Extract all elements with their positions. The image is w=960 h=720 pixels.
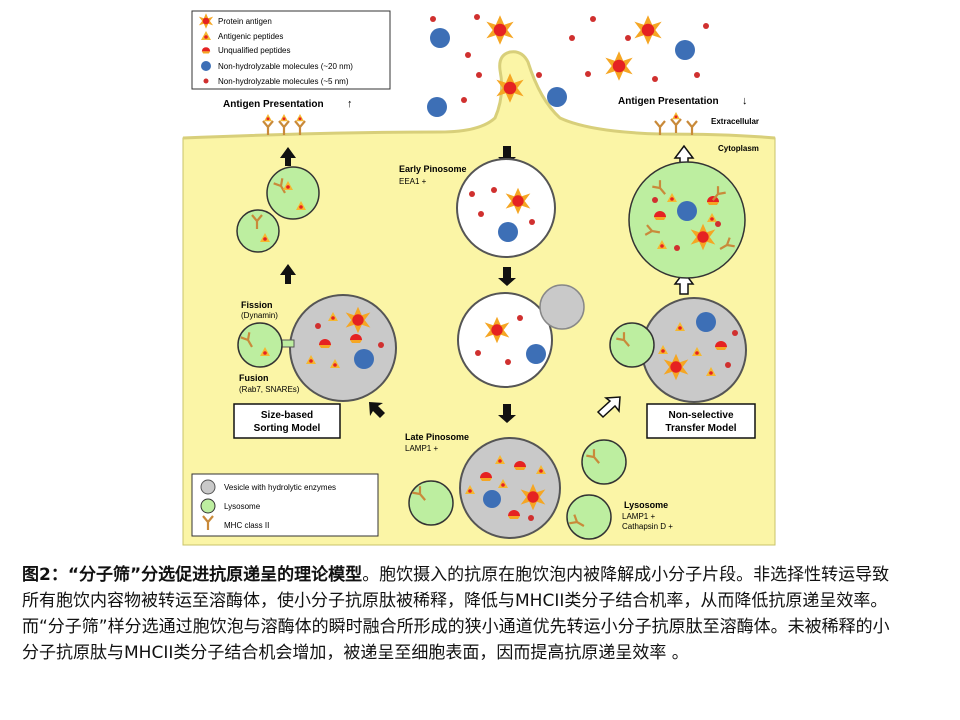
- arrow-diag-hollow: [596, 396, 621, 419]
- dynamin-label: (Dynamin): [241, 311, 278, 320]
- diagram-figure: Protein antigen Antigenic peptides Unqua…: [182, 10, 776, 546]
- caption-title: 图2：“分子筛”分选促进抗原递呈的理论模型: [22, 565, 363, 585]
- rab7-label: (Rab7, SNAREs): [239, 385, 300, 394]
- lysosome-icon: [200, 498, 216, 514]
- fission-label: Fission: [241, 300, 273, 310]
- arrow-up-1: [280, 147, 296, 166]
- legend-lysosome: Lysosome: [224, 502, 261, 511]
- extracellular-label: Extracellular: [711, 117, 759, 126]
- legend-unqualified-peptides: Unqualified peptides: [218, 46, 291, 55]
- lysosome-right-large: [628, 161, 746, 279]
- blue-molecule-icon: [201, 61, 211, 71]
- lysosome-lamp1-label: LAMP1 +: [622, 512, 655, 521]
- eea1-label: EEA1 +: [399, 177, 427, 186]
- size-based-model-box: [233, 403, 341, 439]
- arrow-diag-left: [369, 402, 385, 418]
- lamp1-label: LAMP1 +: [405, 444, 438, 453]
- fusing-pinosome: [457, 284, 585, 388]
- antigen-presentation-up-label: Antigen Presentation: [223, 99, 324, 110]
- antigen-presentation-down-label: Antigen Presentation: [618, 96, 719, 107]
- arrow-up-2: [280, 264, 296, 284]
- plasma-membrane: [182, 50, 776, 140]
- nonsel-model-line2: Transfer Model: [665, 423, 736, 434]
- extracellular-molecules: [427, 14, 709, 117]
- size-model-line1: Size-based: [261, 410, 313, 421]
- legend-vesicle: Vesicle with hydrolytic enzymes: [224, 483, 336, 492]
- figure-caption: 图2：“分子筛”分选促进抗原递呈的理论模型。胞饮摄入的抗原在胞饮泡内被降解成小分…: [22, 562, 902, 666]
- nonsel-model-line1: Non-selective: [668, 410, 733, 421]
- arrow-down-icon: ↓: [742, 95, 748, 107]
- arrow-down-3: [498, 404, 516, 423]
- surface-mhc-left: [261, 114, 307, 137]
- vesicle-icon: [200, 479, 216, 495]
- arrow-down-2: [498, 267, 516, 286]
- late-pinosome-label: Late Pinosome: [405, 432, 469, 442]
- legend-nonhydro-20: Non-hydrolyzable molecules (~20 nm): [218, 62, 353, 71]
- legend-protein-antigen: Protein antigen: [218, 17, 272, 26]
- arrow-up-icon: ↑: [347, 98, 353, 110]
- legend-box-top: [191, 10, 391, 90]
- legend-antigenic-peptides: Antigenic peptides: [218, 32, 283, 41]
- size-based-sorting: [237, 294, 397, 402]
- early-pinosome-label: Early Pinosome: [399, 164, 467, 174]
- non-selective-transfer: [609, 297, 747, 403]
- cytoplasm-label: Cytoplasm: [718, 144, 759, 153]
- caption-body: 。胞饮摄入的抗原在胞饮泡内被降解成小分子片段。非选择性转运导致所有胞饮内容物被转…: [22, 565, 890, 663]
- legend-mhc: MHC class II: [224, 521, 269, 530]
- late-pinosome: [459, 437, 561, 539]
- lysosome-label: Lysosome: [624, 500, 668, 510]
- fusion-label: Fusion: [239, 373, 269, 383]
- early-pinosome: [456, 158, 556, 258]
- size-model-line2: Sorting Model: [254, 423, 321, 434]
- lysosomes-bottom: [408, 439, 627, 540]
- legend-box-bottom: [191, 473, 379, 537]
- surface-mhc-right: [653, 112, 699, 137]
- cathepsin-label: Cathapsin D +: [622, 522, 673, 531]
- lysosomes-left: [236, 166, 320, 253]
- red-molecule-icon: [203, 78, 209, 84]
- legend-nonhydro-5: Non-hydrolyzable molecules (~5 nm): [218, 77, 349, 86]
- non-selective-model-box: [646, 403, 756, 439]
